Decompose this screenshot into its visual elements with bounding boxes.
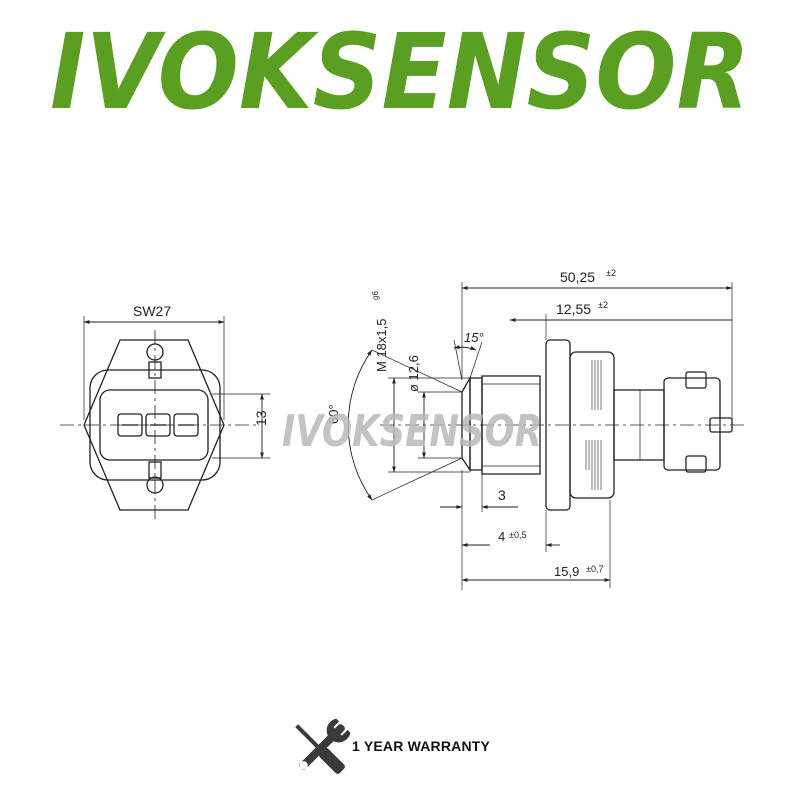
side-view [347,282,745,590]
grip-pattern [585,360,602,490]
connector-length-label: 12,55 [556,301,591,317]
dim-159-tol: ±0,7 [586,564,603,574]
overall-length-tol: ±2 [606,268,616,278]
watermark: IVOKSENSOR [282,406,542,457]
brand-logo-text: IVOKSENSOR [50,11,750,128]
angle-60-label: 60° [326,404,341,424]
brand-logo: IVOKSENSOR [50,11,750,128]
dim-3-label: 3 [498,487,506,503]
warranty-badge [258,702,548,794]
diameter-label: ø 12,6 [406,355,421,392]
front-view [60,316,270,520]
hexagon-outline [83,339,225,511]
dim-4-tol: ±0,5 [509,530,526,540]
connector-length-tol: ±2 [598,300,608,310]
sw-label: SW27 [133,303,171,319]
overall-length-label: 50,25 [560,269,595,285]
angle-15-label: 15° [464,330,484,345]
height-label: 13 [253,410,269,426]
dim-159-label: 15,9 [554,564,579,579]
thread-label: M 18x1,5 [374,319,389,372]
thread-tol: g6 [371,291,380,300]
angle-arc-60 [347,349,373,501]
warranty-text: 1 YEAR WARRANTY [352,738,491,754]
wrench-screwdriver-icon [295,718,351,774]
angle-arc-15 [453,345,477,351]
dim-4-label: 4 [498,529,505,544]
